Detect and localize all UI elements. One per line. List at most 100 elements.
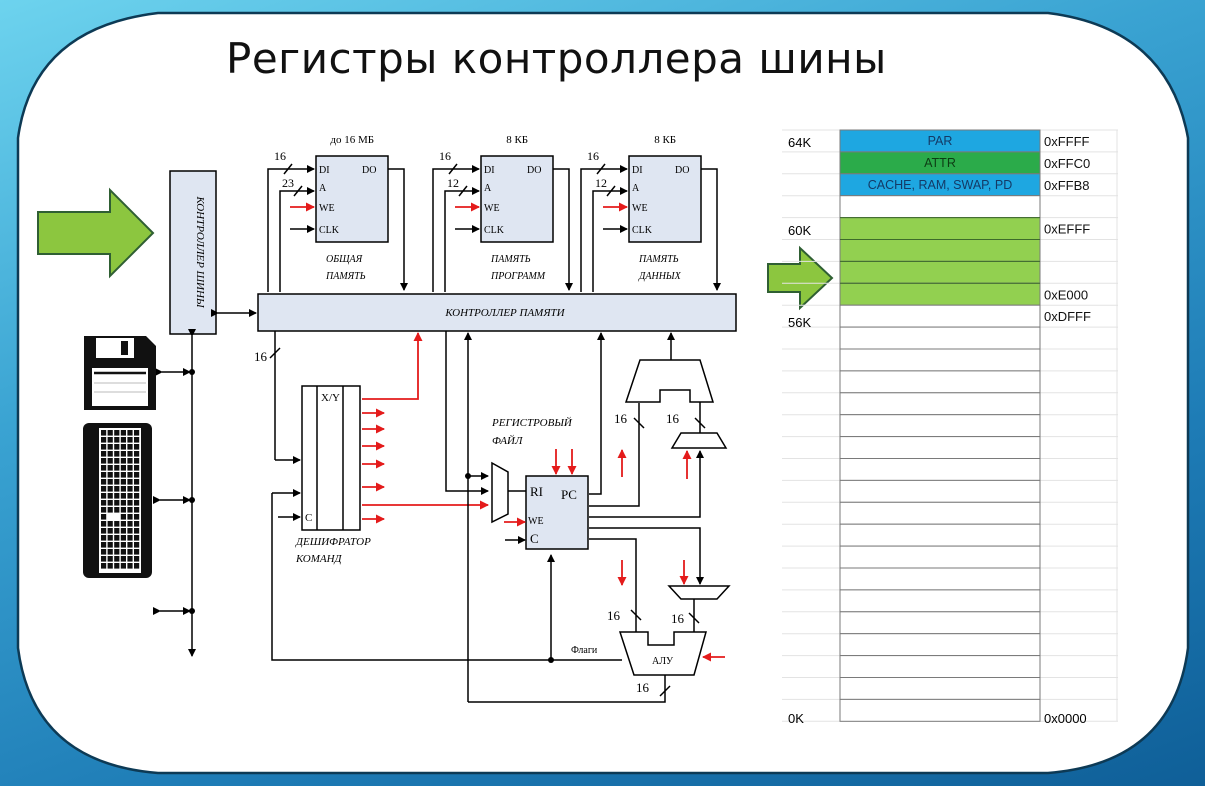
floppy-disk-icon	[84, 336, 156, 410]
memory-map-row	[839, 479, 1041, 503]
mm-label-0k: 0K	[788, 711, 804, 726]
bus-controller-label: КОНТРОЛЛЕР ШИНЫ	[194, 195, 206, 308]
memory-map-row	[839, 195, 1041, 219]
memory-map-row: 0xDFFF	[839, 304, 1091, 328]
memory-label: ДАННЫХ	[638, 271, 682, 282]
memory-map-row	[839, 698, 1041, 722]
memory-map-row	[839, 545, 1041, 569]
memory-map-row: 0xEFFF	[839, 217, 1090, 241]
decoder-c-label: C	[305, 512, 312, 524]
memory-label: CLK	[632, 225, 653, 236]
mm-label-64k: 64K	[788, 135, 811, 150]
memory-map-row	[839, 523, 1041, 547]
memory-map-row	[839, 436, 1041, 460]
memory-label: ОБЩАЯ	[326, 254, 364, 265]
width-label: 16	[614, 411, 628, 426]
memory-label: 8 КБ	[654, 134, 676, 146]
memory-map-row	[839, 260, 1041, 284]
memory-map-row	[839, 392, 1041, 416]
memory-map-address: 0xDFFF	[1044, 309, 1091, 324]
memory-label: WE	[484, 203, 500, 214]
memory-map-address: 0xFFB8	[1044, 178, 1090, 193]
memory-map-address: 0xFFC0	[1044, 156, 1090, 171]
memory-map-row	[839, 501, 1041, 525]
memory-label: ПАМЯТЬ	[490, 254, 531, 265]
memory-label: 12	[595, 176, 607, 190]
green-arrow-left-icon	[37, 187, 155, 279]
memory-label: DI	[319, 165, 330, 176]
memory-label: 8 КБ	[506, 134, 528, 146]
flags-label: Флаги	[571, 645, 598, 656]
memory-label: ПАМЯТЬ	[325, 271, 366, 282]
memory-label: ПАМЯТЬ	[638, 254, 679, 265]
width-label: 16	[671, 611, 685, 626]
memory-label: DI	[632, 165, 643, 176]
memory-label: DO	[362, 165, 376, 176]
rf-pc-label: PC	[561, 487, 577, 502]
memory-map-row	[839, 370, 1041, 394]
memory-block: DI DO A WE CLK 8 КБ ПАМЯТЬ ПРОГРАММ 16 12	[432, 134, 573, 292]
bus-tap	[153, 368, 195, 615]
keyboard-icon	[83, 423, 152, 578]
rf-c-label: C	[530, 531, 539, 546]
rf-label-1: РЕГИСТРОВЫЙ	[491, 417, 573, 429]
memory-label: DO	[675, 165, 689, 176]
memory-map-row	[839, 458, 1041, 481]
instruction-decoder-block: X/Y C ДЕШИФРАТОР КОМАНД	[295, 385, 371, 565]
memory-controller-label: КОНТРОЛЛЕР ПАМЯТИ	[444, 307, 565, 319]
decoder-label-1: ДЕШИФРАТОР	[295, 536, 371, 548]
memory-label: ПРОГРАММ	[490, 271, 546, 282]
memory-map-row	[839, 655, 1041, 678]
memory-label: DO	[527, 165, 541, 176]
decoder-xy-label: X/Y	[321, 392, 340, 404]
alu-out-width: 16	[636, 680, 650, 695]
slide-title: Регистры контроллера шины	[226, 34, 887, 83]
memory-label: CLK	[484, 225, 505, 236]
alu-label: АЛУ	[652, 656, 674, 667]
memory-map-cell-label: PAR	[928, 134, 953, 148]
memory-map-row	[839, 677, 1041, 700]
memory-block: DI DO A WE CLK 8 КБ ПАМЯТЬ ДАННЫХ 16 12	[580, 134, 721, 292]
register-file-block: RI PC WE C РЕГИСТРОВЫЙ ФАЙЛ	[491, 417, 589, 550]
memory-map-row	[839, 611, 1041, 635]
memory-label: WE	[319, 203, 335, 214]
memory-label: 16	[587, 149, 599, 163]
memory-controller-block: КОНТРОЛЛЕР ПАМЯТИ	[257, 293, 737, 332]
memory-label: DI	[484, 165, 495, 176]
rf-ri-label: RI	[530, 484, 543, 499]
mm-label-60k: 60K	[788, 223, 811, 238]
memory-label: 12	[447, 176, 459, 190]
memory-map-address: 0xEFFF	[1044, 222, 1090, 237]
memory-label: 23	[282, 176, 294, 190]
memory-map-row	[839, 589, 1041, 613]
memory-map-cell-label: CACHE, RAM, SWAP, PD	[868, 178, 1012, 192]
memory-map-row: ATTR 0xFFC0	[839, 151, 1090, 175]
memory-label: A	[484, 183, 492, 194]
memory-label: A	[319, 183, 327, 194]
mm-label-56k: 56K	[788, 315, 811, 330]
rf-label-2: ФАЙЛ	[492, 435, 523, 447]
memory-label: CLK	[319, 225, 340, 236]
memory-map-row	[839, 633, 1041, 657]
memory-map-cell-label: ATTR	[924, 156, 956, 170]
alu-block: АЛУ	[618, 631, 707, 676]
width-label: 16	[666, 411, 680, 426]
rf-we-label: WE	[528, 516, 544, 527]
memory-map-address: 0xE000	[1044, 287, 1088, 302]
width-label: 16	[607, 608, 621, 623]
memory-map-row	[839, 348, 1041, 372]
memory-label: 16	[439, 149, 451, 163]
memory-map-row: PAR 0xFFFF	[839, 129, 1090, 153]
memory-label: A	[632, 183, 640, 194]
memory-map-row	[839, 567, 1041, 591]
memory-map-row	[839, 326, 1041, 350]
memory-map-row: 0xE000	[839, 282, 1088, 306]
memory-map-address: 0xFFFF	[1044, 134, 1090, 149]
mm-addr-bottom: 0x0000	[1044, 711, 1087, 726]
memory-label: до 16 МБ	[330, 134, 374, 146]
memory-label: WE	[632, 203, 648, 214]
